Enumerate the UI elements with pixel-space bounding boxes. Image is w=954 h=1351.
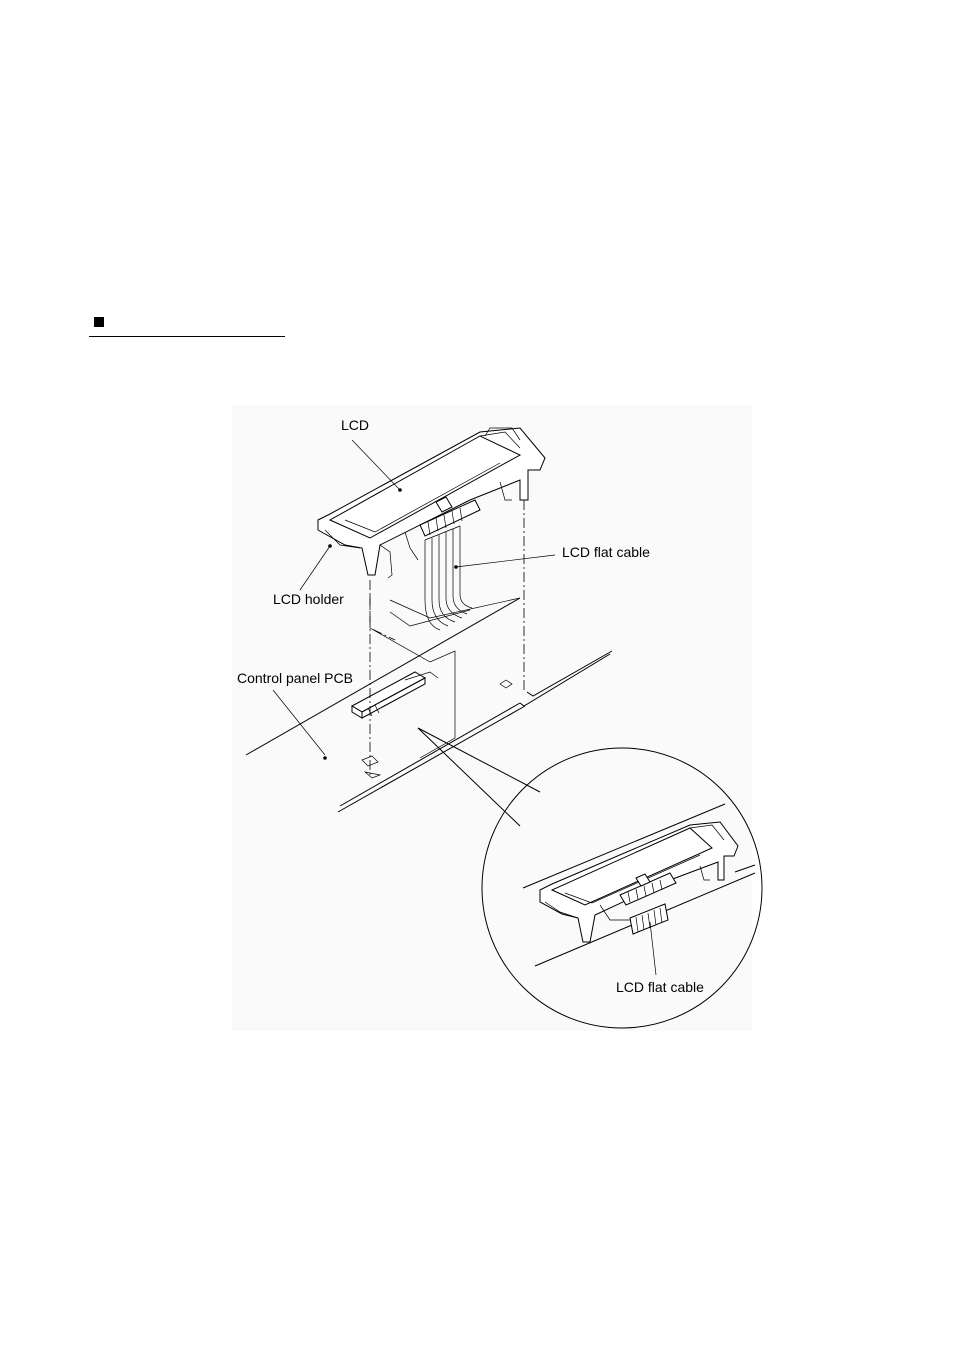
magnifier-line-bottom [417, 727, 521, 827]
lcd-holder [317, 427, 546, 579]
label-lcd-holder: LCD holder [273, 591, 344, 607]
leader-lcd-flat-cable [455, 554, 556, 568]
label-control-panel-pcb: Control panel PCB [237, 670, 353, 686]
square-bullet-icon [94, 317, 104, 327]
figure-background [232, 405, 752, 1031]
leader-dot-lcd-flat-cable [454, 565, 458, 569]
lcd-flat-cable [389, 496, 481, 631]
leader-lcd-holder [299, 545, 331, 591]
leader-dot-lcd-holder [328, 544, 332, 548]
detail-view [481, 747, 763, 1029]
leader-detail-lcd-flat-cable [649, 921, 657, 976]
leader-dot-lcd [398, 488, 402, 492]
exploded-view [245, 427, 613, 813]
control-panel-plane [245, 597, 613, 813]
magnifier-line-top [417, 727, 541, 793]
label-lcd-flat-cable: LCD flat cable [562, 544, 650, 560]
leader-control-panel-pcb [272, 689, 326, 756]
label-lcd: LCD [341, 417, 369, 433]
leader-dot-control-panel-pcb [323, 756, 327, 760]
section-heading [89, 312, 285, 337]
label-detail-lcd-flat-cable: LCD flat cable [616, 979, 704, 995]
leader-lcd [351, 439, 401, 491]
